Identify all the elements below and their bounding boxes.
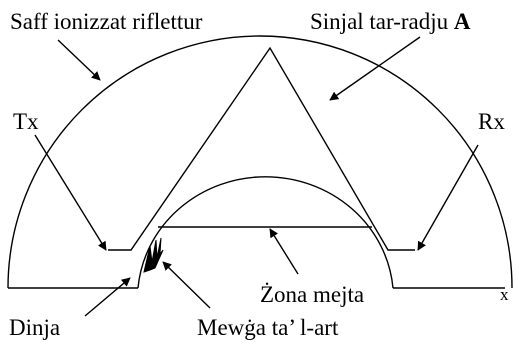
earth-dome-arc xyxy=(137,176,394,289)
ionosphere-arc xyxy=(7,35,513,289)
sky-wave-path xyxy=(108,46,415,251)
arrow-ionized-layer xyxy=(57,39,101,81)
label-tx: Tx xyxy=(13,109,39,134)
arrow-earth xyxy=(84,277,131,317)
label-radio-signal-text: Sinjal tar-radju xyxy=(310,9,449,34)
arrow-radio-signal xyxy=(329,36,421,101)
label-dead-zone: Żona mejta xyxy=(260,282,365,307)
arrow-ground-wave xyxy=(162,261,211,309)
label-ionized-layer: Saff ionizzat riflettur xyxy=(10,9,203,34)
label-radio-signal: Sinjal tar-radju A xyxy=(310,10,471,33)
label-edge-x: x xyxy=(500,285,509,304)
label-earth: Dinja xyxy=(9,315,61,340)
ground-wave-scatter xyxy=(143,237,164,273)
label-rx: Rx xyxy=(478,109,505,134)
arrow-tx xyxy=(34,134,107,251)
arrow-dead-zone xyxy=(269,228,299,275)
label-ground-wave: Mewġa ta’ l-art xyxy=(197,315,339,340)
arrow-rx xyxy=(417,144,479,251)
label-radio-signal-letter: A xyxy=(453,9,471,34)
